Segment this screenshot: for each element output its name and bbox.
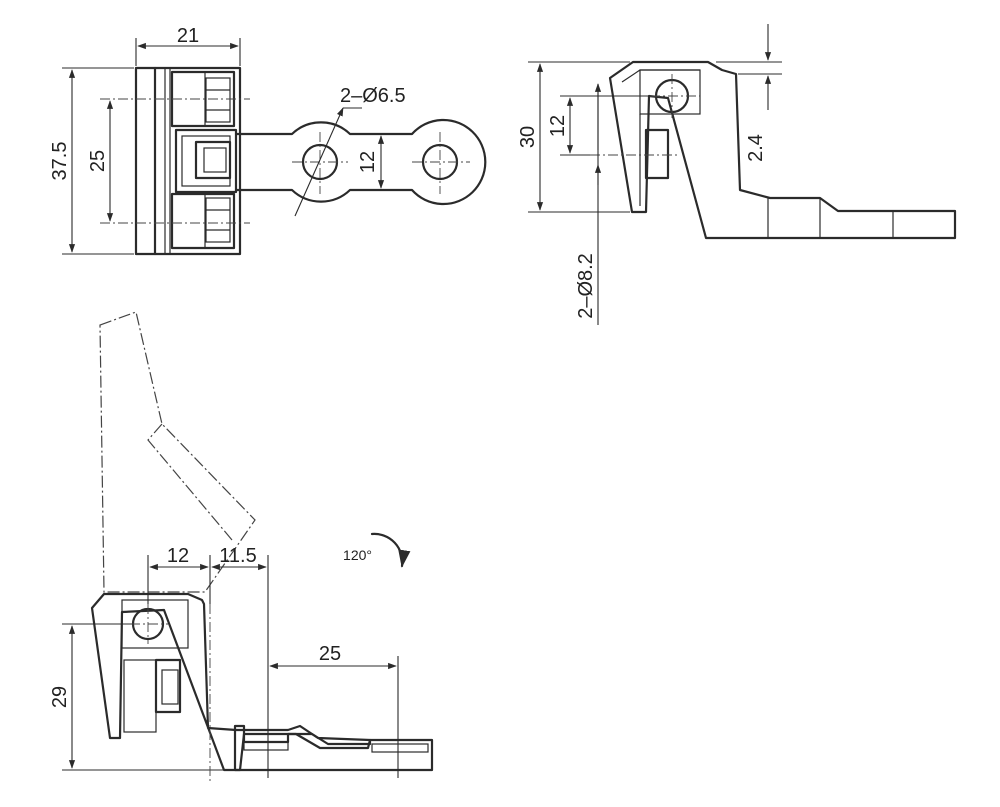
side-view-centerlines bbox=[590, 74, 700, 156]
top-view: 21 37.5 25 12 2–Ø6.5 bbox=[49, 25, 487, 256]
open-view-phantom-leaf bbox=[99, 311, 256, 593]
side-view-dimensions: 30 12 2–Ø8.2 2.4 bbox=[517, 24, 782, 325]
dim-top-hole-label: 2–Ø6.5 bbox=[340, 85, 406, 107]
dim-open-left: 12 bbox=[167, 545, 189, 567]
dim-top-bolt-spacing: 25 bbox=[87, 150, 109, 172]
top-view-dimensions: 21 37.5 25 12 2–Ø6.5 bbox=[49, 25, 406, 255]
top-view-centerlines bbox=[100, 98, 470, 224]
open-view-dimensions: 12 11.5 25 29 bbox=[49, 545, 399, 782]
dim-top-width: 21 bbox=[177, 25, 199, 47]
open-view-body bbox=[90, 592, 372, 772]
side-view: 30 12 2–Ø8.2 2.4 bbox=[517, 24, 957, 325]
dim-side-inner: 12 bbox=[547, 115, 569, 137]
dim-open-height: 29 bbox=[49, 686, 71, 708]
dim-side-offset: 2.4 bbox=[745, 134, 767, 162]
dim-top-overall-height: 37.5 bbox=[49, 142, 71, 181]
dim-open-mid: 11.5 bbox=[219, 545, 256, 567]
dim-open-reach: 25 bbox=[319, 643, 341, 665]
side-view-outline bbox=[608, 60, 957, 240]
dim-side-height: 30 bbox=[517, 126, 539, 148]
dim-top-strap-height: 12 bbox=[357, 151, 379, 173]
curved-arrow-icon bbox=[370, 532, 411, 568]
dim-open-angle: 120° bbox=[343, 547, 372, 563]
dim-side-hole-label: 2–Ø8.2 bbox=[575, 253, 597, 319]
top-view-body bbox=[134, 66, 242, 256]
open-view: 120° 12 11.5 25 29 bbox=[49, 311, 434, 782]
